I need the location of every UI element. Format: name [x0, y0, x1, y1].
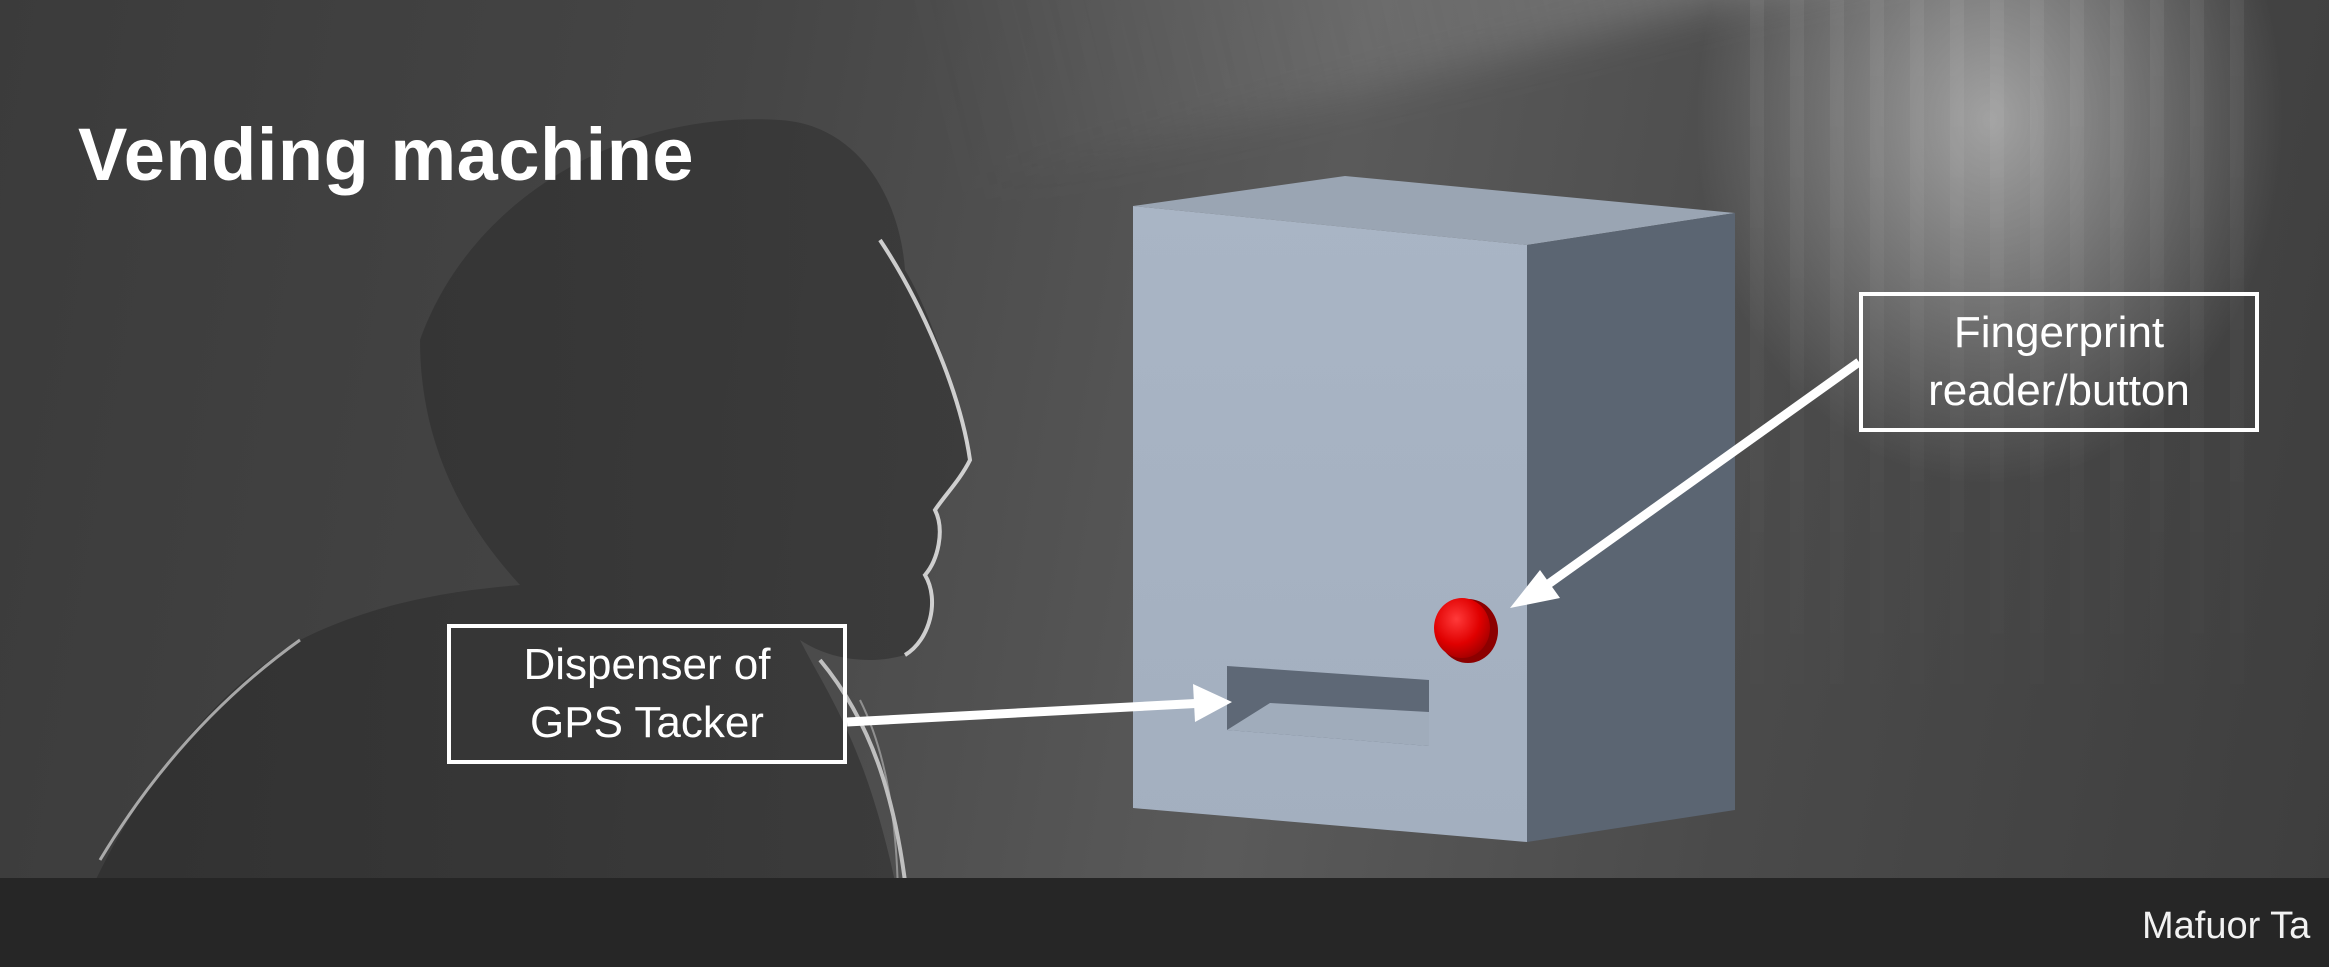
dispenser-arrow-head — [1193, 684, 1232, 722]
dispenser-callout-line1: Dispenser of — [451, 636, 843, 694]
fingerprint-arrow-line — [1540, 362, 1859, 590]
fingerprint-callout-line1: Fingerprint — [1863, 304, 2255, 362]
dispenser-arrow-line — [847, 703, 1205, 722]
fingerprint-callout-line2: reader/button — [1863, 362, 2255, 420]
footer-bar — [0, 878, 2329, 967]
slide-title: Vending machine — [78, 112, 694, 197]
dispenser-callout-line2: GPS Tacker — [451, 694, 843, 752]
footer-author: Mafuor Ta — [2142, 905, 2310, 948]
fingerprint-callout: Fingerprint reader/button — [1859, 292, 2259, 432]
dispenser-callout: Dispenser of GPS Tacker — [447, 624, 847, 764]
